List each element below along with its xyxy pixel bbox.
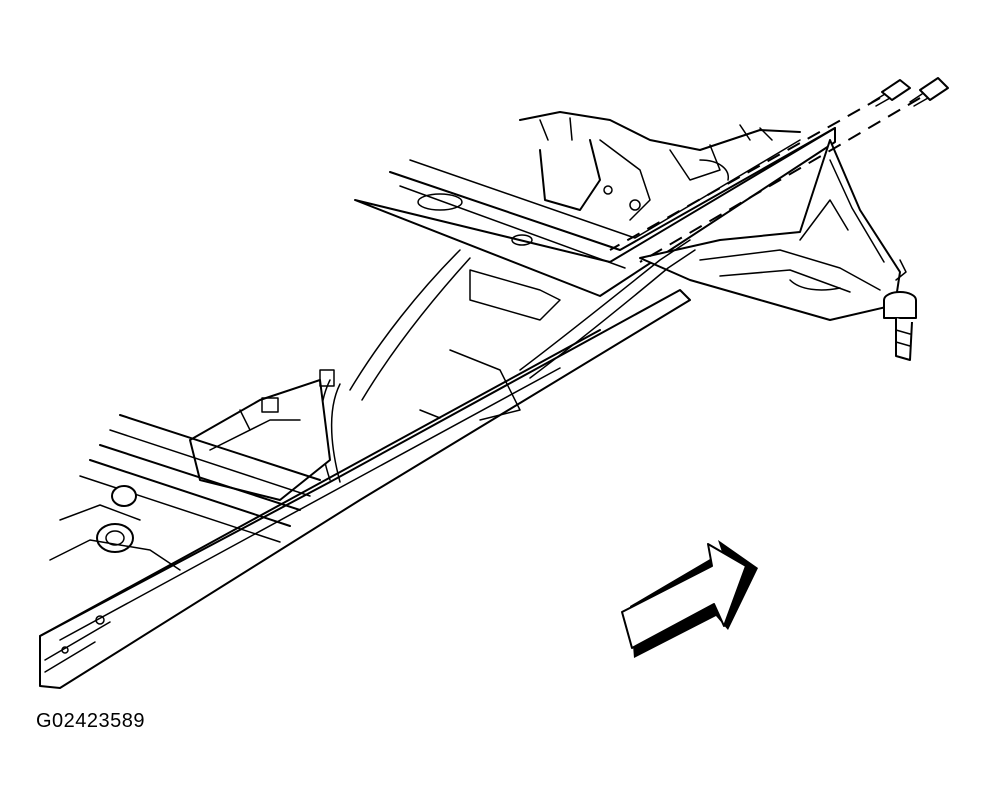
frame-rail [39,289,691,689]
center-body [419,269,561,421]
lower-rails [79,414,321,543]
engine-mount-bracket [519,111,801,221]
bolt-left [871,79,911,107]
forward-arrow-icon [621,540,758,658]
mounting-bolts [609,77,949,263]
figure-id-label: G02423589 [36,710,146,732]
control-arm [639,139,901,321]
left-mount [49,485,181,571]
crossmember [354,127,836,297]
ball-joint [883,259,917,361]
mid-bracket [189,369,335,501]
bolt-right [909,77,949,107]
brake-lines [319,239,696,483]
